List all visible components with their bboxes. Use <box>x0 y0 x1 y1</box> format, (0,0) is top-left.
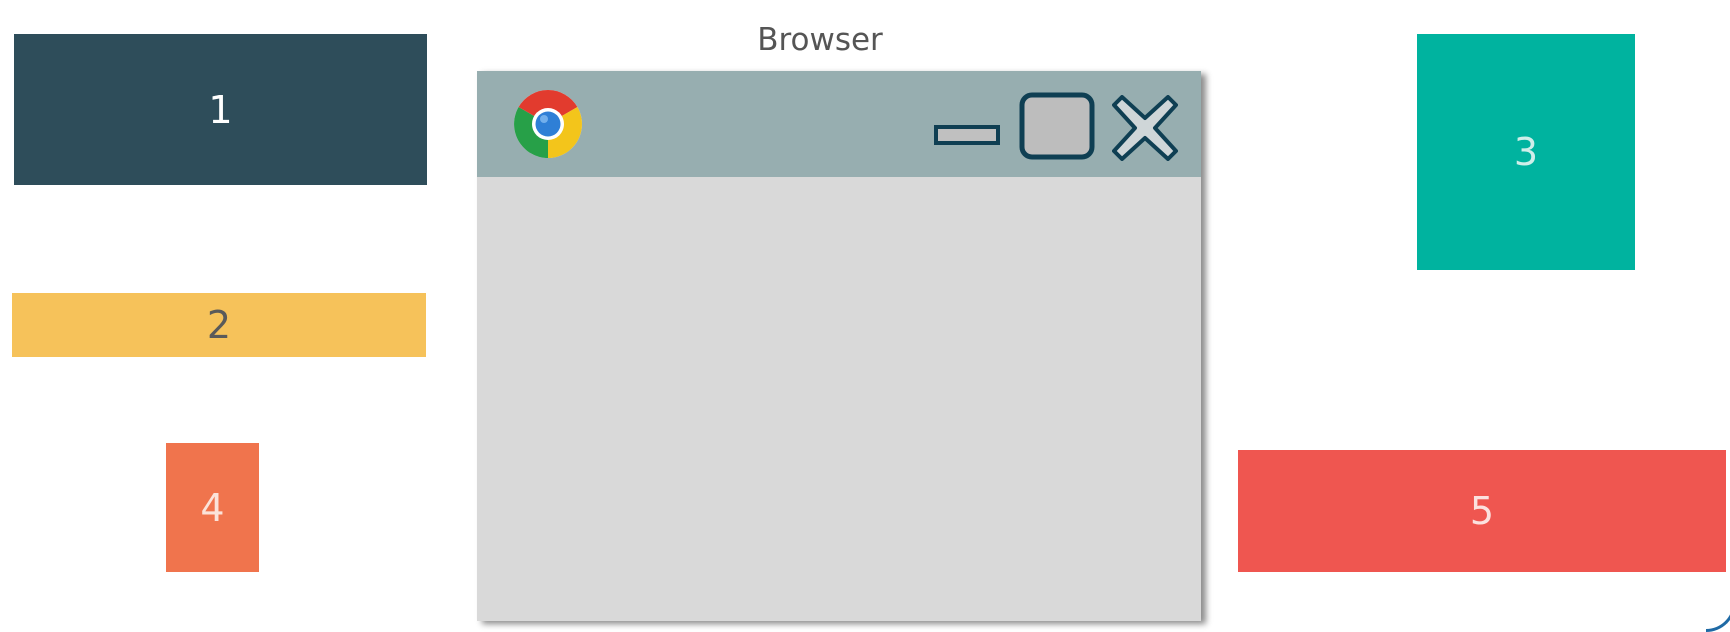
box-4: 4 <box>166 443 259 572</box>
minimize-icon[interactable] <box>934 123 1000 147</box>
chrome-icon <box>514 90 582 158</box>
close-icon[interactable] <box>1112 95 1178 161</box>
slide-corner-edge <box>1706 602 1730 632</box>
box-2-label: 2 <box>206 303 232 347</box>
box-3-label: 3 <box>1513 130 1539 174</box>
browser-caption: Browser <box>757 22 883 58</box>
browser-titlebar <box>477 71 1201 177</box>
browser-window <box>477 71 1201 621</box>
browser-content-area <box>477 177 1201 621</box>
box-5-label: 5 <box>1469 489 1495 533</box>
maximize-icon[interactable] <box>1019 92 1095 160</box>
box-3: 3 <box>1417 34 1635 270</box>
box-4-label: 4 <box>200 485 225 530</box>
box-1-label: 1 <box>208 87 233 132</box>
box-1: 1 <box>14 34 427 185</box>
box-2: 2 <box>12 293 426 357</box>
box-5: 5 <box>1238 450 1726 572</box>
